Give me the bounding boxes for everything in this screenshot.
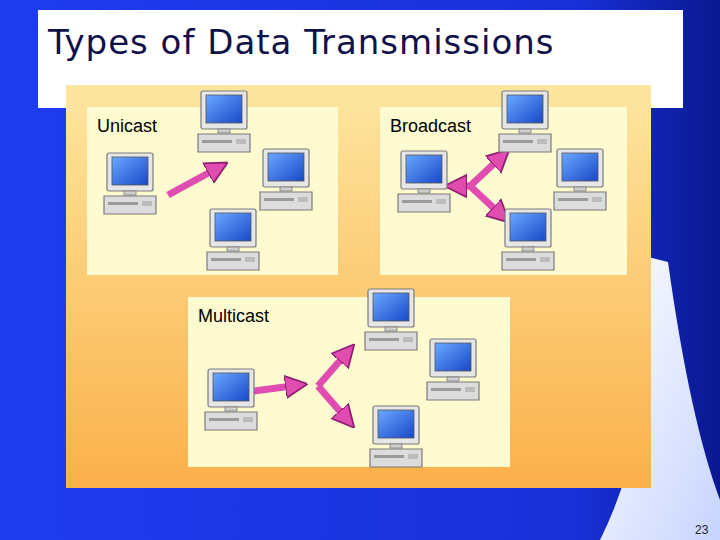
slide-title: Types of Data Transmissions xyxy=(48,22,555,62)
computer-icon xyxy=(104,153,156,214)
slide-number: 23 xyxy=(695,523,708,537)
panel-label: Unicast xyxy=(97,116,157,137)
broadcast-arrow xyxy=(470,186,498,212)
computer-icon xyxy=(205,369,257,430)
computer-icon xyxy=(370,406,422,467)
computer-icon xyxy=(365,289,417,350)
computer-icon xyxy=(198,91,250,152)
multicast-arrow xyxy=(318,386,344,416)
computer-icon xyxy=(427,339,479,400)
computer-icon xyxy=(499,91,551,152)
broadcast-arrow xyxy=(470,160,498,186)
content-panel xyxy=(66,85,651,488)
panel-label: Broadcast xyxy=(390,116,471,137)
broadcast-arrow xyxy=(460,183,470,190)
computer-icon xyxy=(260,149,312,210)
computer-icon xyxy=(554,149,606,210)
transmission-panel: Broadcast xyxy=(380,107,627,275)
computer-icon xyxy=(398,151,450,212)
multicast-arrow xyxy=(318,356,344,386)
computer-icon xyxy=(502,209,554,270)
computer-icon xyxy=(207,209,259,270)
unicast-arrow xyxy=(168,170,214,195)
panel-label: Multicast xyxy=(198,306,269,327)
